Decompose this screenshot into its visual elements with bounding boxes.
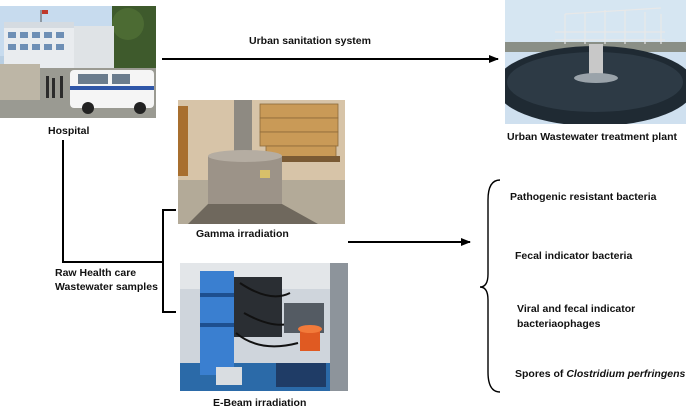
samples-label-line1: Raw Health care xyxy=(55,267,137,279)
urban-sanitation-label: Urban sanitation system xyxy=(249,35,371,47)
outcome-clostridium-species: Clostridium perfringens xyxy=(566,368,686,380)
ebeam-label: E-Beam irradiation xyxy=(213,397,307,409)
outcome-viral-indicator-line2: bacteriaophages xyxy=(517,318,601,330)
hospital-to-samples-line xyxy=(62,140,163,263)
outcome-clostridium-prefix: Spores of xyxy=(515,368,567,380)
outcome-viral-indicator-line1: Viral and fecal indicator xyxy=(517,303,636,315)
outcome-fecal-indicator-bacteria: Fecal indicator bacteria xyxy=(515,250,633,262)
outcome-clostridium-spores: Spores of Clostridium perfringens xyxy=(515,367,685,381)
outcomes-brace xyxy=(479,179,501,393)
wwtp-label: Urban Wastewater treatment plant xyxy=(507,131,677,143)
hospital-label: Hospital xyxy=(48,125,90,137)
samples-label-line2: Wastewater samples xyxy=(55,281,158,293)
irradiation-bracket xyxy=(162,209,176,313)
outcome-pathogenic-bacteria: Pathogenic resistant bacteria xyxy=(510,191,657,203)
hospital-photo xyxy=(0,6,156,118)
gamma-label: Gamma irradiation xyxy=(196,228,289,240)
gamma-irradiation-photo xyxy=(178,100,345,224)
wastewater-plant-photo xyxy=(505,0,686,124)
ebeam-irradiation-photo xyxy=(180,263,348,391)
